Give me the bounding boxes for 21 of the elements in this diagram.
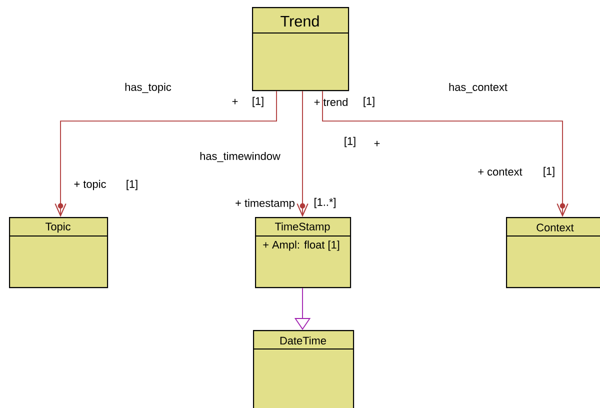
class-box: TimeStamp + Ampl: float [1] [255,217,352,288]
edge-label: has_context [447,82,509,94]
edge-label: has_timewindow [198,150,282,164]
role-label: [1] [364,96,374,108]
role-label: + timestamp [236,198,294,210]
role-label: + topic [74,180,106,190]
role-label: [1] [344,136,356,148]
class-box: Topic [9,217,108,288]
role-label: + trend [314,98,348,106]
association-arrow [296,90,308,217]
class-box: Context [506,217,600,288]
association-arrow [322,90,568,217]
class-box: Trend [252,7,350,92]
role-label: + [374,140,380,146]
role-label: [1] [126,180,138,190]
edge-label: has_topic [123,82,173,94]
role-label: [1] [544,166,554,178]
association-arrow [54,90,277,217]
role-label: + context [478,168,522,176]
class-box: DateTime [253,330,354,408]
role-label: + [232,98,238,104]
